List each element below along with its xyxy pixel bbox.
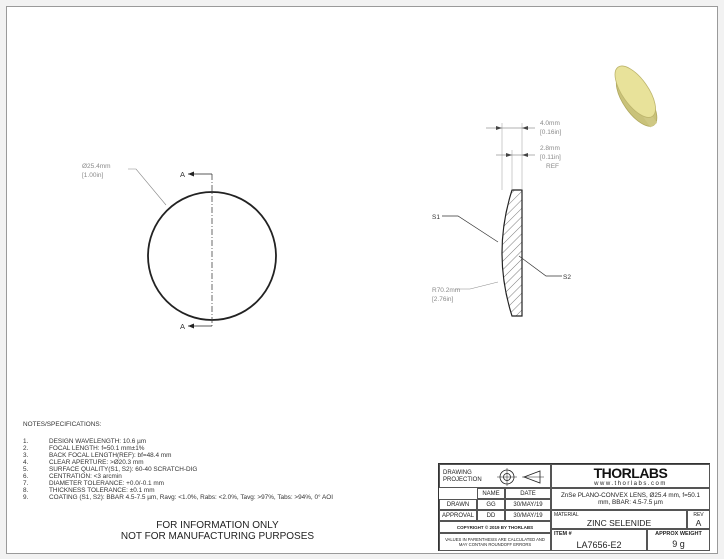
radius-label: R70.2mm xyxy=(432,287,460,294)
weight-cell: APPROX WEIGHT 9 g xyxy=(647,529,710,551)
radius-leader xyxy=(455,281,499,290)
website: www.thorlabs.com xyxy=(594,481,667,487)
disclaimer: FOR INFORMATION ONLY NOT FOR MANUFACTURI… xyxy=(110,520,325,542)
note-text: DIAMETER TOLERANCE: +0.0/-0.1 mm xyxy=(49,480,165,487)
surface-s1-label: S1 xyxy=(432,214,440,221)
name-header: NAME xyxy=(477,488,505,499)
note-num: 3. xyxy=(23,452,29,459)
weight-label: APPROX WEIGHT xyxy=(655,531,702,537)
diameter-label: Ø25.4mm xyxy=(82,163,111,170)
radius-label-in: [2.76in] xyxy=(432,296,454,303)
side-view: 4.0mm [0.16in] 2.8mm [0.11in] REF S1 S2 … xyxy=(432,120,571,317)
note-text: COATING (S1, S2): BBAR 4.5-7.5 µm, Ravg:… xyxy=(49,494,334,501)
note-num: 6. xyxy=(23,473,29,480)
title-block: DRAWING PROJECTION NAME DATE DRAWN GG 30… xyxy=(438,463,710,551)
note-item: 3. BACK FOCAL LENGTH(REF): bf=48.4 mm xyxy=(23,452,403,459)
logo-cell: THORLABS www.thorlabs.com xyxy=(551,464,710,488)
item-number: LA7656-E2 xyxy=(576,540,622,550)
note-text: THICKNESS TOLERANCE: ±0.1 mm xyxy=(49,487,155,494)
third-angle-projection-icon xyxy=(497,468,544,486)
disclaimer-line-2: NOT FOR MANUFACTURING PURPOSES xyxy=(120,531,315,542)
s2-leader xyxy=(518,255,562,277)
material-value: ZINC SELENIDE xyxy=(586,518,652,528)
projection-cell: DRAWING PROJECTION xyxy=(439,464,551,488)
approval-name: DD xyxy=(477,510,505,521)
copyright: COPYRIGHT © 2019 BY THORLABS xyxy=(439,521,551,533)
notes-specifications: NOTES/SPECIFICATIONS: 1. DESIGN WAVELENGT… xyxy=(23,421,403,501)
drawn-date: 30/MAY/19 xyxy=(505,499,551,510)
note-num: 1. xyxy=(23,438,29,445)
note-item: 7. DIAMETER TOLERANCE: +0.0/-0.1 mm xyxy=(23,480,403,487)
dim-edge: 2.8mm xyxy=(540,145,560,152)
note-item: 2. FOCAL LENGTH: f=50.1 mm±1% xyxy=(23,445,403,452)
diameter-leader xyxy=(128,168,167,206)
notes-title: NOTES/SPECIFICATIONS: xyxy=(23,421,102,428)
arrow-head-top xyxy=(188,171,194,177)
material-label: MATERIAL xyxy=(554,512,579,518)
drawn-label: DRAWN xyxy=(439,499,477,510)
note-item: 5. SURFACE QUALITY(S1, S2): 60-40 SCRATCH… xyxy=(23,466,403,473)
diameter-label-in: [1.00in] xyxy=(82,172,104,179)
drawing-projection-label: DRAWING PROJECTION xyxy=(443,470,482,483)
drawing-sheet xyxy=(6,6,718,554)
arrow-head-bottom xyxy=(188,323,194,329)
lens-cross-section xyxy=(501,189,523,317)
date-header: DATE xyxy=(505,488,551,499)
note-num: 2. xyxy=(23,445,29,452)
note-item: 9. COATING (S1, S2): BBAR 4.5-7.5 µm, Rav… xyxy=(23,494,403,501)
note-item: 4. CLEAR APERTURE: >Ø20.3 mm xyxy=(23,459,403,466)
note-num: 7. xyxy=(23,480,29,487)
material-cell: MATERIAL ZINC SELENIDE xyxy=(551,510,687,529)
dim-edge-in: [0.11in] xyxy=(540,154,561,161)
dim-arrow xyxy=(522,126,528,130)
values-note: VALUES IN PARENTHESIS ARE CALCULATED AND… xyxy=(439,533,551,551)
s1-leader xyxy=(442,215,499,243)
rev-cell: REV A xyxy=(687,510,710,529)
note-item: 8. THICKNESS TOLERANCE: ±0.1 mm xyxy=(23,487,403,494)
part-description: ZnSe PLANO-CONVEX LENS, Ø25.4 mm, f=50.1… xyxy=(551,488,710,510)
dim-thickness-in: [0.16in] xyxy=(540,129,562,136)
section-label-top: A xyxy=(180,170,185,179)
approval-date: 30/MAY/19 xyxy=(505,510,551,521)
item-label: ITEM # xyxy=(554,531,572,537)
item-cell: ITEM # LA7656-E2 xyxy=(551,529,647,551)
dim-arrow xyxy=(496,126,502,130)
note-text: DESIGN WAVELENGTH: 10.6 µm xyxy=(49,438,147,445)
drawn-name: GG xyxy=(477,499,505,510)
thorlabs-logo: THORLABS xyxy=(593,465,668,481)
section-label-bottom: A xyxy=(180,322,185,331)
disclaimer-line-1: FOR INFORMATION ONLY xyxy=(156,520,279,531)
dim-ref: REF xyxy=(546,163,559,170)
lens-3d-preview xyxy=(614,65,658,128)
dim-thickness: 4.0mm xyxy=(540,120,560,127)
note-item: 6. CENTRATION: <3 arcmin xyxy=(23,473,403,480)
rev-label: REV xyxy=(693,512,704,518)
surface-s2-label: S2 xyxy=(563,274,571,281)
note-text: FOCAL LENGTH: f=50.1 mm±1% xyxy=(49,445,145,452)
dim-arrow xyxy=(522,153,528,157)
note-text: SURFACE QUALITY(S1, S2): 60-40 SCRATCH-D… xyxy=(49,466,198,473)
note-num: 9. xyxy=(23,494,29,501)
note-num: 8. xyxy=(23,487,29,494)
note-text: CENTRATION: <3 arcmin xyxy=(49,473,122,480)
note-text: BACK FOCAL LENGTH(REF): bf=48.4 mm xyxy=(49,452,172,459)
dim-arrow xyxy=(506,153,512,157)
weight-value: 9 g xyxy=(672,539,685,549)
note-num: 5. xyxy=(23,466,29,473)
rev-value: A xyxy=(695,518,702,528)
approval-label: APPROVAL xyxy=(439,510,477,521)
note-num: 4. xyxy=(23,459,29,466)
front-view: A A Ø25.4mm [1.00in] xyxy=(82,163,277,331)
note-item: 1. DESIGN WAVELENGTH: 10.6 µm xyxy=(23,438,403,445)
note-text: CLEAR APERTURE: >Ø20.3 mm xyxy=(49,459,144,466)
